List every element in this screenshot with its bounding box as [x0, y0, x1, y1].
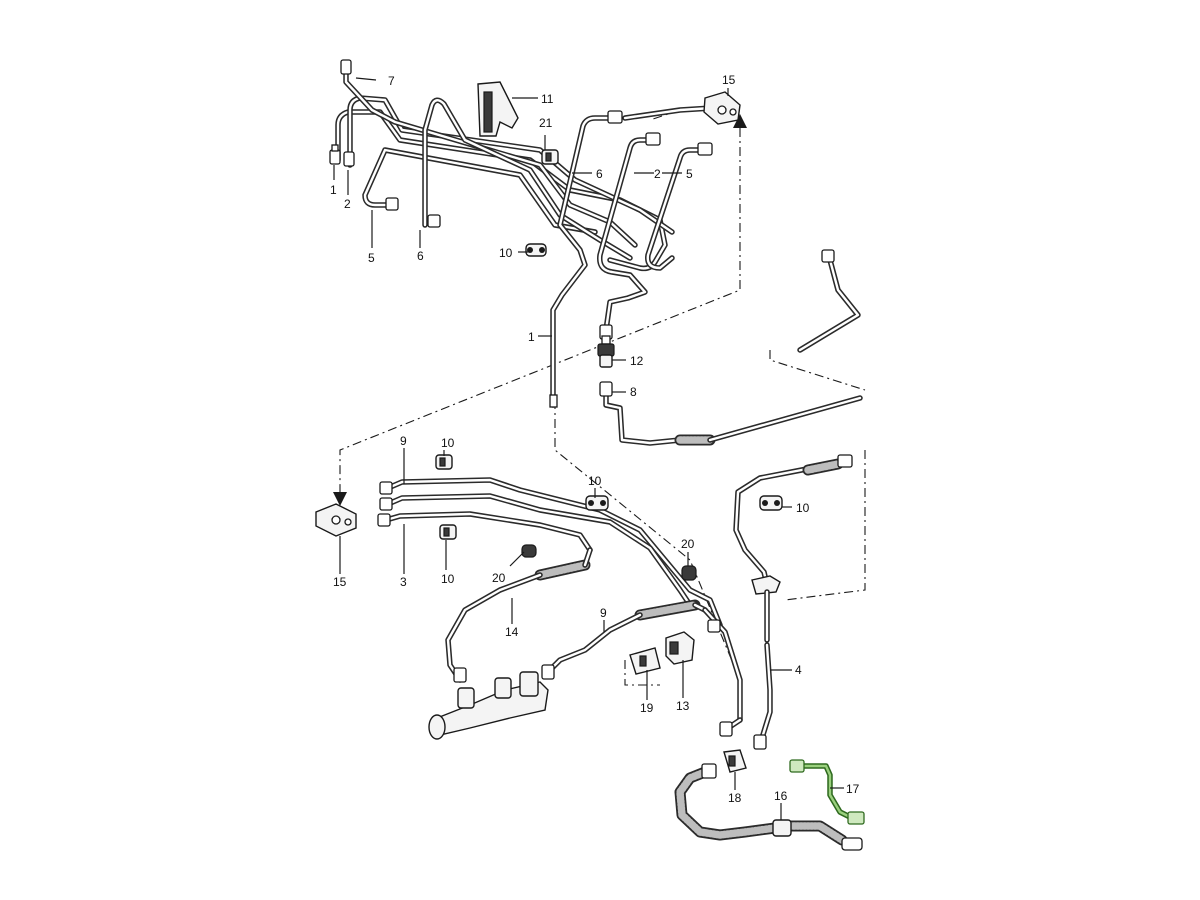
callout-13: 13 — [676, 699, 690, 713]
grommet-part-20-b — [681, 565, 697, 581]
callout-4: 4 — [795, 663, 802, 677]
callout-5-right: 5 — [686, 167, 693, 181]
pipe-part-8 — [599, 381, 863, 446]
callout-5: 5 — [368, 251, 375, 265]
callout-1: 1 — [330, 183, 337, 197]
callout-1-middle: 1 — [528, 330, 535, 344]
callout-labels: 1 2 7 5 6 11 21 6 2 5 15 10 1 12 8 9 10 … — [330, 73, 860, 805]
clip-part-10-b — [439, 524, 457, 540]
arrow-icons — [333, 114, 747, 506]
callout-6-right: 6 — [596, 167, 603, 181]
clip-part-18 — [723, 749, 747, 773]
callout-10-upper: 10 — [499, 246, 513, 260]
callout-9: 9 — [400, 434, 407, 448]
upper-right-pipe — [797, 249, 861, 353]
callout-2-right: 2 — [654, 167, 661, 181]
callout-10-d: 10 — [796, 501, 810, 515]
callout-10-a: 10 — [441, 436, 455, 450]
grommet-part-20-a — [521, 544, 537, 558]
leader-lines — [333, 77, 844, 820]
block-part-13 — [665, 631, 695, 665]
distributor-part-15-upper — [703, 91, 741, 125]
callout-6: 6 — [417, 249, 424, 263]
clip-part-10-upper — [525, 243, 547, 257]
callout-10-b: 10 — [441, 572, 455, 586]
callout-15-upper: 15 — [722, 73, 736, 87]
pressure-switch-part-12 — [597, 335, 615, 368]
distributor-part-15-lower — [315, 503, 357, 537]
right-pipe-assembly — [719, 454, 853, 750]
callout-15-lower: 15 — [333, 575, 347, 589]
callout-8: 8 — [630, 385, 637, 399]
middle-pipe-bundle — [383, 477, 743, 723]
callout-16: 16 — [774, 789, 788, 803]
clip-part-21 — [541, 149, 559, 165]
callout-2: 2 — [344, 197, 351, 211]
callout-11: 11 — [541, 92, 554, 106]
callout-17: 17 — [846, 782, 860, 796]
middle-fittings — [377, 481, 721, 633]
callout-7: 7 — [388, 74, 395, 88]
bracket-part-11 — [477, 81, 519, 137]
clip-part-10-d — [759, 495, 783, 511]
master-cylinder — [428, 664, 555, 740]
pipe-part-17-highlighted — [789, 759, 865, 825]
upper-fittings — [329, 59, 713, 408]
callout-3: 3 — [400, 575, 407, 589]
callout-19: 19 — [640, 701, 654, 715]
clip-part-10-c — [585, 495, 609, 511]
callout-10-c: 10 — [588, 474, 602, 488]
callout-20-a: 20 — [492, 571, 506, 585]
callout-14: 14 — [505, 625, 519, 639]
callout-18: 18 — [728, 791, 742, 805]
callout-21: 21 — [539, 116, 553, 130]
clip-part-10-a — [435, 454, 453, 470]
callout-9-lower: 9 — [600, 606, 607, 620]
upper-pipe-bundle — [335, 67, 715, 408]
flexible-hose-part-16 — [674, 763, 863, 851]
callout-20-b: 20 — [681, 537, 695, 551]
callout-12: 12 — [630, 354, 644, 368]
bracket-part-19 — [629, 647, 661, 675]
